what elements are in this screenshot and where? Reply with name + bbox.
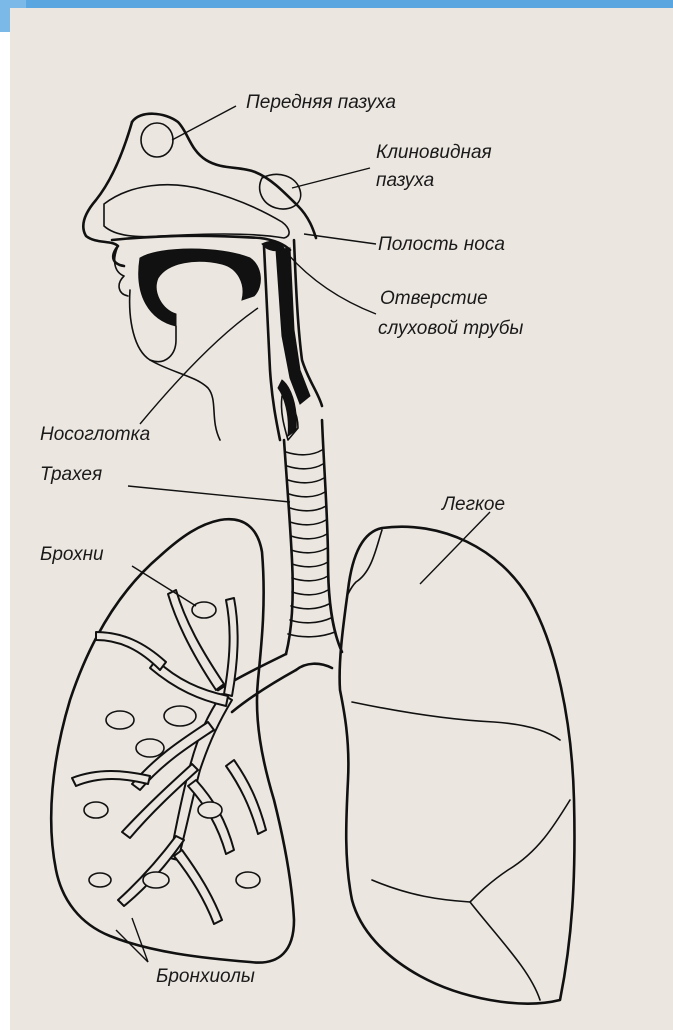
label-sphenoid-sinus-2: пазуха <box>376 170 434 191</box>
leader-sphenoid-sinus <box>292 168 370 188</box>
leader-nasopharynx <box>140 308 258 424</box>
label-trachea: Трахея <box>40 464 102 485</box>
labels: Передняя пазуха Клиновидная пазуха Полос… <box>40 92 523 987</box>
horizontal-fissure <box>352 702 560 740</box>
label-eustachian-1: Отверстие <box>380 288 488 309</box>
trachea-right-wall <box>322 420 342 652</box>
frontal-sinus-shape <box>141 123 173 157</box>
oblique-fissure <box>372 800 570 902</box>
right-lung-outline <box>340 527 575 1004</box>
label-sphenoid-sinus-1: Клиновидная <box>376 142 492 163</box>
head-section <box>83 114 322 440</box>
face-outline <box>83 122 132 266</box>
label-lung: Легкое <box>440 494 505 515</box>
trachea-left-wall <box>284 440 293 654</box>
label-frontal-sinus: Передняя пазуха <box>246 92 396 113</box>
left-lung-outline <box>51 519 294 962</box>
leader-bronchi <box>132 566 196 606</box>
leader-eustachian <box>286 252 376 314</box>
tongue-dark <box>139 249 261 326</box>
leader-bronchioles-b <box>132 918 148 962</box>
leader-trachea <box>128 486 290 502</box>
nasal-cavity-shape <box>104 185 289 238</box>
label-bronchioles: Бронхиолы <box>156 966 255 987</box>
nose-outline <box>132 114 316 238</box>
label-bronchi: Брохни <box>40 544 104 565</box>
leader-nasal-cavity <box>304 234 376 244</box>
carina <box>296 664 332 670</box>
leader-frontal-sinus <box>172 106 236 140</box>
right-lung <box>340 527 575 1004</box>
label-nasopharynx: Носоглотка <box>40 424 150 445</box>
label-eustachian-2: слуховой трубы <box>378 318 523 339</box>
lips <box>115 246 128 296</box>
left-lung <box>51 519 294 962</box>
label-nasal-cavity: Полость носа <box>378 234 505 255</box>
lower-lobe-line <box>470 902 540 1000</box>
